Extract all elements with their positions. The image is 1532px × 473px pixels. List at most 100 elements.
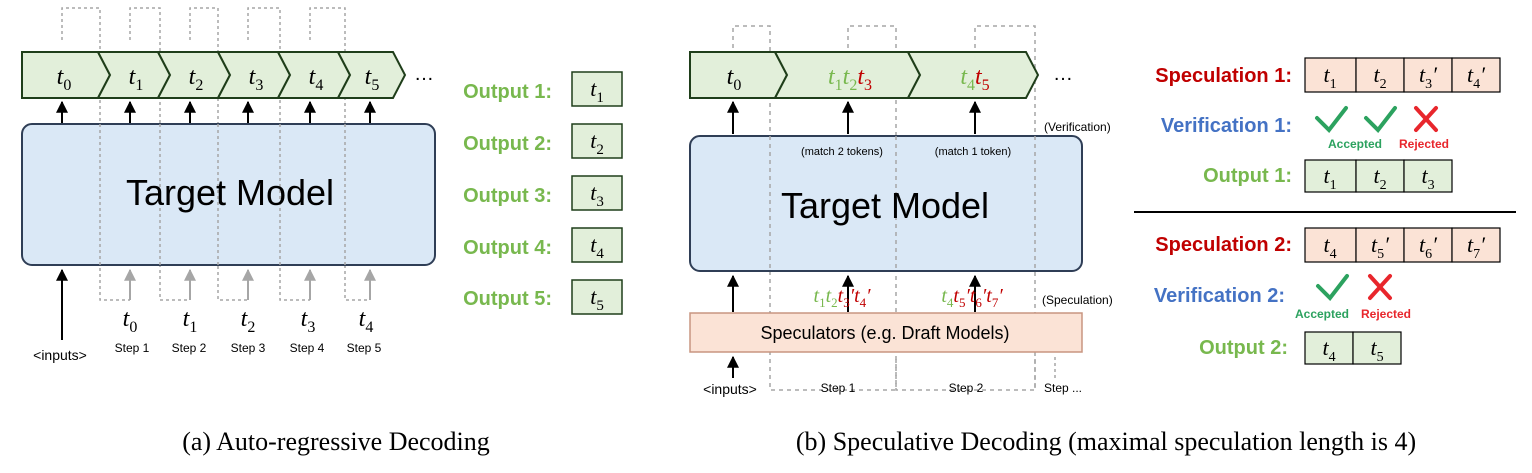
- ar-output-box-2: [571, 123, 623, 159]
- ar-step-label-1: Step 1: [115, 341, 150, 355]
- ar-feedback-loops: [61, 7, 370, 301]
- sd-out1-cell-1: [1304, 159, 1357, 193]
- ar-step-token-2: t2: [241, 306, 256, 336]
- sd-accepted-2-label: Accepted: [1295, 307, 1349, 321]
- ar-output-box-4: [571, 227, 623, 263]
- sd-spec1-cell-4: [1451, 57, 1501, 93]
- sd-round-1: Speculation 1: t1 t2 t3′ t4′ Verificatio…: [1155, 57, 1501, 193]
- ar-token-0: t0: [57, 64, 72, 94]
- ar-token-row: [21, 51, 407, 99]
- cross-icon: [1368, 274, 1392, 300]
- ar-step-token-3: t3: [301, 306, 316, 336]
- sd-out1-token-2: t2: [1373, 163, 1386, 193]
- sd-spec2-cell-3: [1403, 227, 1453, 263]
- ar-step-token-4: t4: [359, 306, 374, 336]
- ar-output-label-5: Output 5:: [463, 288, 552, 310]
- sd-rejected-1-label: Rejected: [1399, 137, 1449, 151]
- sd-speculation-1-label: Speculation 1:: [1155, 65, 1292, 87]
- sd-spec2-token-3: t6′: [1419, 232, 1438, 262]
- sd-token-t0: t0: [727, 64, 742, 94]
- sd-out1-token-1: t1: [1323, 163, 1336, 193]
- sd-ellipsis: …: [1053, 63, 1073, 85]
- sd-step-label-2: Step 2: [949, 381, 984, 395]
- sd-output-1-label: Output 1:: [1203, 165, 1292, 187]
- sd-speculators-box: [689, 312, 1083, 353]
- sd-draft-tokens-1: t1t2t3′t4′: [814, 285, 872, 310]
- sd-out2-cell-1: [1304, 331, 1354, 365]
- sd-speculators-label: Speculators (e.g. Draft Models): [760, 323, 1009, 343]
- sd-draft-tokens-2: t4t5′t6′t7′: [941, 285, 1003, 310]
- sd-spec2-cell-2: [1355, 227, 1405, 263]
- ar-output-label-3: Output 3:: [463, 185, 552, 207]
- sd-match-label-2: (match 1 token): [935, 146, 1011, 158]
- sd-verification-2-label: Verification 2:: [1154, 285, 1285, 307]
- sd-step-label-1: Step 1: [821, 381, 856, 395]
- sd-spec1-token-1: t1: [1323, 62, 1336, 92]
- sd-token-row: [689, 51, 1040, 99]
- ar-output-label-2: Output 2:: [463, 133, 552, 155]
- ar-target-model-label: Target Model: [126, 172, 334, 213]
- sd-spec2-cell-1: [1304, 227, 1357, 263]
- ar-output-label-4: Output 4:: [463, 237, 552, 259]
- sd-out2-token-2: t5: [1370, 335, 1383, 365]
- ar-token-5: t5: [365, 64, 380, 94]
- ar-output-label-1: Output 1:: [463, 81, 552, 103]
- sd-spec1-token-3: t3′: [1419, 62, 1438, 92]
- sd-token-t4t5: t4t5: [960, 64, 989, 94]
- sd-out2-cell-2: [1352, 331, 1402, 365]
- ar-token-1: t1: [129, 64, 144, 94]
- sd-out1-cell-2: [1355, 159, 1405, 193]
- sd-spec2-token-1: t4: [1323, 232, 1336, 262]
- sd-speculation-2-label: Speculation 2:: [1155, 234, 1292, 256]
- sd-caption: (b) Speculative Decoding (maximal specul…: [796, 427, 1416, 456]
- ar-step-token-0: t0: [123, 306, 138, 336]
- sd-out2-token-1: t4: [1322, 335, 1335, 365]
- sd-output-arrows: [727, 100, 981, 134]
- ar-target-model: [21, 123, 436, 266]
- check-icon: [1316, 274, 1349, 302]
- sd-input-arrows: [727, 274, 981, 312]
- sd-verification-1-label: Verification 1:: [1161, 115, 1292, 137]
- ar-output-token-3: t3: [590, 180, 604, 210]
- check-icon: [1364, 106, 1397, 134]
- ar-step-label-5: Step 5: [347, 341, 382, 355]
- ar-ellipsis: …: [414, 63, 434, 85]
- sd-spec1-token-2: t2: [1373, 62, 1386, 92]
- ar-output-box-5: [571, 279, 623, 315]
- ar-step-token-1: t1: [183, 306, 198, 336]
- sd-target-model: [689, 135, 1083, 272]
- sd-rejected-2-label: Rejected: [1361, 307, 1411, 321]
- cross-icon: [1414, 106, 1438, 132]
- sd-out1-cell-3: [1403, 159, 1453, 193]
- sd-spec2-cell-4: [1451, 227, 1501, 263]
- ar-step-label-2: Step 2: [172, 341, 207, 355]
- sd-round-2: Speculation 2: t4 t5′ t6′ t7′ Verificati…: [1154, 227, 1501, 365]
- sd-spec2-token-4: t7′: [1467, 232, 1486, 262]
- sd-token-t1t2t3: t1t2t3: [828, 64, 872, 94]
- sd-speculation-label: (Speculation): [1042, 293, 1113, 307]
- sd-output-2-label: Output 2:: [1199, 337, 1288, 359]
- panel-speculative: t0 t1t2t3 t4t5 … (Verification) (match 2…: [689, 25, 1516, 456]
- sd-out1-token-3: t3: [1421, 163, 1434, 193]
- sd-spec1-cell-1: [1304, 57, 1357, 93]
- ar-token-4: t4: [309, 64, 324, 94]
- panel-autoregressive: t0 t1 t2 t3 t4 t5 … Target Model: [21, 7, 623, 456]
- sd-step-label-3: Step ...: [1044, 381, 1082, 395]
- ar-output-token-1: t1: [590, 76, 604, 106]
- ar-output-box-1: [571, 71, 623, 107]
- ar-output-token-4: t4: [590, 232, 604, 262]
- check-icon: [1315, 106, 1348, 134]
- ar-step-label-3: Step 3: [231, 341, 266, 355]
- ar-step-arrows: [124, 268, 376, 300]
- sd-inputs-label: <inputs>: [703, 381, 757, 397]
- ar-token-3: t3: [249, 64, 264, 94]
- sd-spec2-token-2: t5′: [1371, 232, 1390, 262]
- ar-token-2: t2: [189, 64, 204, 94]
- sd-target-model-label: Target Model: [781, 185, 989, 226]
- ar-output-token-5: t5: [590, 284, 604, 314]
- sd-spec1-cell-2: [1355, 57, 1405, 93]
- ar-inputs-label: <inputs>: [33, 347, 87, 363]
- sd-verification-label: (Verification): [1044, 120, 1111, 134]
- ar-step-label-4: Step 4: [290, 341, 325, 355]
